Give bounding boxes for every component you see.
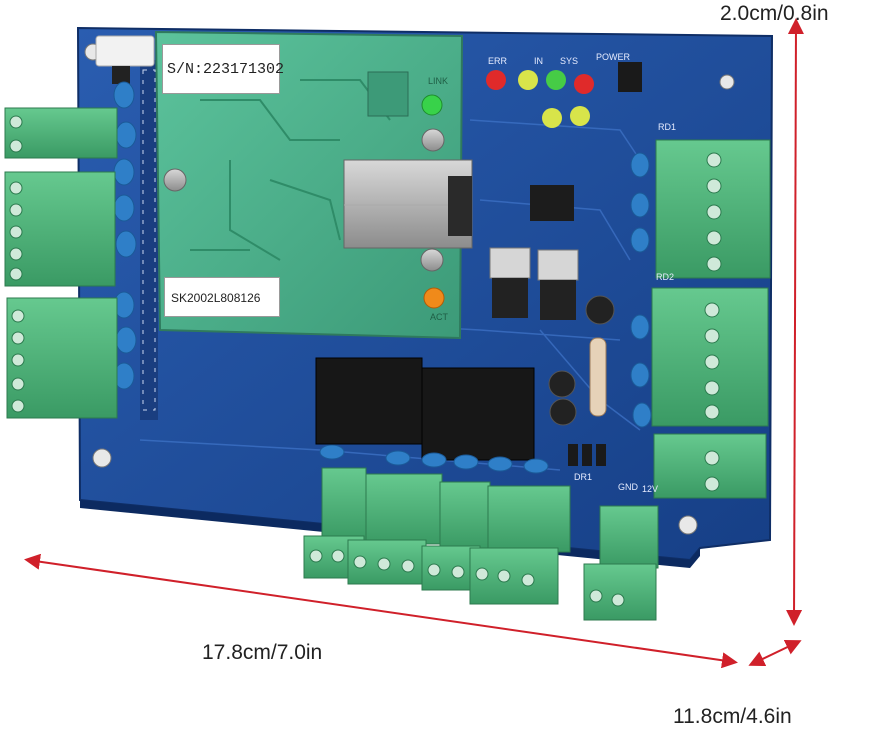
height-dimension-label: 2.0cm/0.8in xyxy=(720,2,829,25)
module-chip xyxy=(367,71,409,117)
silk-gnd: GND xyxy=(618,482,638,492)
serial-number-label: S/N:223171302 xyxy=(162,44,284,94)
status-leds xyxy=(486,70,594,128)
silk-rd1: RD1 xyxy=(658,122,677,132)
terminal-block-right-middle xyxy=(651,287,769,427)
module-traces xyxy=(190,79,391,261)
terminal-block-right-bottom xyxy=(653,433,767,499)
black-connector xyxy=(112,66,130,84)
white-connector xyxy=(95,35,155,67)
voltage-regulators xyxy=(489,247,579,320)
screw xyxy=(421,128,445,152)
act-led xyxy=(423,287,445,309)
screw xyxy=(163,168,187,192)
terminal-block-right-top xyxy=(655,139,771,279)
dimension-lines xyxy=(24,18,804,669)
ic-chip xyxy=(530,185,574,221)
relays xyxy=(315,357,535,461)
power-jumper xyxy=(618,62,642,92)
left-header-pins xyxy=(140,60,158,420)
silk-12v: 12V xyxy=(642,484,659,494)
silk-err: ERR xyxy=(488,56,508,66)
electrolytic-capacitors xyxy=(548,295,615,426)
depth-dimension-label: 11.8cm/4.6in xyxy=(673,705,792,728)
terminal-block-left-top xyxy=(4,107,118,159)
resistor xyxy=(589,337,607,417)
silk-act: ACT xyxy=(430,312,448,322)
silk-in: IN xyxy=(534,56,543,66)
jumper-block xyxy=(568,444,606,466)
lot-number-label: SK2002L808126 xyxy=(164,277,280,317)
silk-sys: SYS xyxy=(560,56,579,66)
link-led xyxy=(421,94,443,116)
ceramic-capacitors xyxy=(113,81,652,474)
screw xyxy=(420,248,444,272)
silk-power: POWER xyxy=(596,52,631,62)
silk-link: LINK xyxy=(428,76,449,86)
length-dimension-label: 17.8cm/7.0in xyxy=(202,641,323,664)
ethernet-jack xyxy=(343,159,473,249)
terminal-block-left-bottom xyxy=(6,297,118,419)
silk-rd2: RD2 xyxy=(656,272,675,282)
silk-dr1: DR1 xyxy=(574,472,593,482)
terminal-block-left-middle xyxy=(4,171,116,287)
